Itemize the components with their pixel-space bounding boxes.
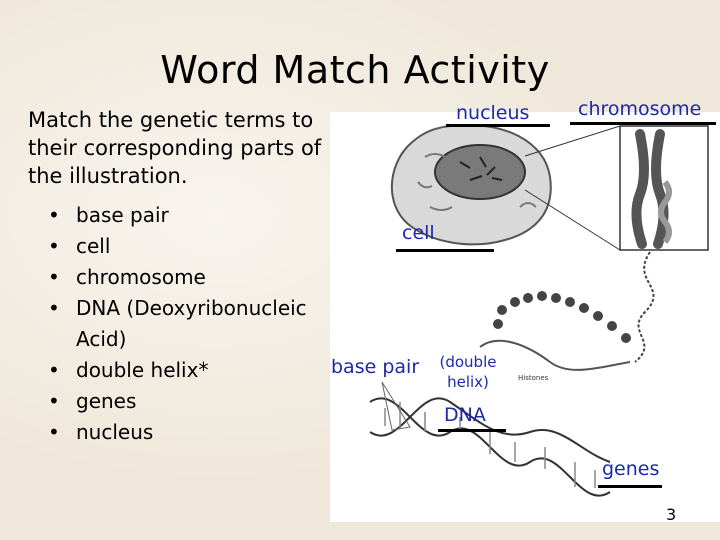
histone-beads [493, 291, 631, 343]
blank-line-nucleus [446, 124, 550, 127]
blank-line-cell [396, 249, 494, 252]
label-nucleus: nucleus [456, 102, 530, 124]
term-item: DNA (Deoxyribonucleic Acid) [48, 293, 316, 355]
term-item: double helix* [48, 355, 316, 386]
label-double-helix: (double helix) [439, 353, 497, 391]
blank-line-genes [598, 485, 662, 488]
cell-shape [390, 124, 552, 246]
double-helix-shape [369, 397, 611, 497]
term-item: genes [48, 386, 316, 417]
terms-list: base pair cell chromosome DNA (Deoxyribo… [48, 200, 316, 448]
chromosome-shape [619, 125, 709, 251]
genetics-illustration: Histones nucleus cell (double helix) DNA… [330, 102, 720, 522]
term-item: cell [48, 231, 316, 262]
term-item: nucleus [48, 417, 316, 448]
term-item: base pair [48, 200, 316, 231]
blank-line-dna [438, 429, 506, 432]
term-item: chromosome [48, 262, 316, 293]
slide-title: Word Match Activity [160, 48, 550, 92]
illustration-drawing: Histones [369, 124, 709, 497]
blank-line-chromosome [570, 122, 716, 125]
label-base-pair: base pair [331, 356, 420, 378]
instructions-text: Match the genetic terms to their corresp… [28, 108, 322, 188]
page-number: 3 [666, 505, 677, 524]
label-cell: cell [402, 222, 435, 244]
histones-caption: Histones [518, 374, 549, 382]
label-chromosome: chromosome [578, 98, 702, 120]
label-dna: DNA [444, 404, 486, 426]
label-genes: genes [602, 458, 660, 480]
